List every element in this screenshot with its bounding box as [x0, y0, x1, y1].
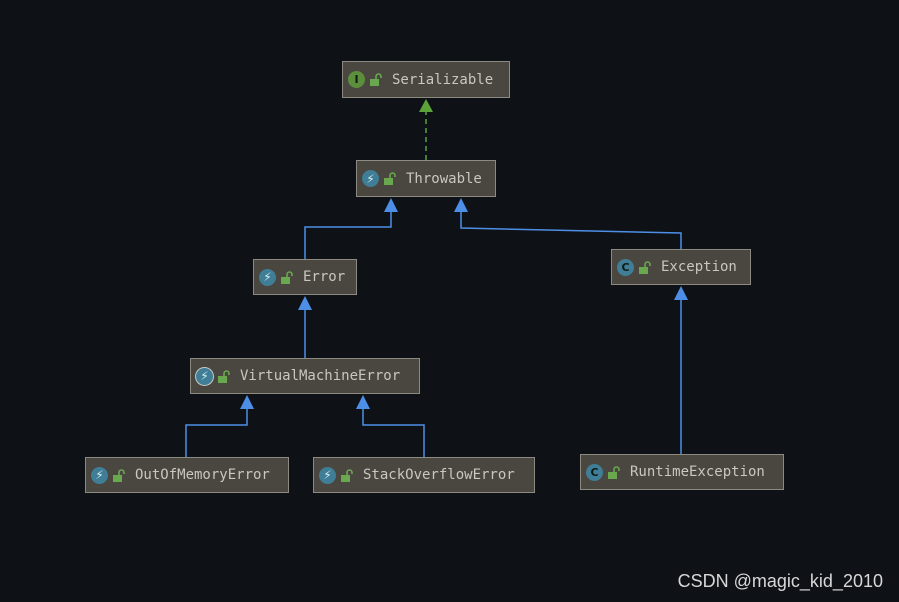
unlocked-padlock-icon — [218, 369, 230, 383]
abstract-exception-class-icon: ⚡ — [196, 367, 213, 385]
node-label: OutOfMemoryError — [135, 467, 270, 483]
node-stackoverflowerror[interactable]: ⚡ StackOverflowError — [313, 457, 535, 493]
node-error[interactable]: ⚡ Error — [253, 259, 357, 295]
unlocked-padlock-icon — [281, 270, 293, 284]
node-runtimeexception[interactable]: C RuntimeException — [580, 454, 784, 490]
class-icon: C — [586, 463, 603, 481]
edge-soe-extends-vme — [362, 409, 425, 457]
arrowhead-throwable-right — [454, 198, 468, 212]
unlocked-padlock-icon — [384, 172, 396, 185]
lightning-glyph: ⚡ — [200, 369, 209, 383]
arrowhead-throwable-left — [384, 198, 398, 212]
edge-oome-extends-vme — [185, 409, 248, 457]
unlocked-padlock-icon — [608, 465, 620, 479]
lightning-glyph: ⚡ — [366, 171, 375, 186]
node-label: RuntimeException — [630, 464, 765, 480]
unlocked-padlock-icon — [341, 468, 353, 482]
unlocked-padlock-icon — [113, 468, 125, 482]
unlocked-padlock-icon — [639, 260, 651, 274]
class-icon: C — [617, 258, 634, 276]
arrowhead-vme-left — [240, 395, 254, 409]
exception-class-icon: ⚡ — [362, 170, 379, 187]
lightning-glyph: ⚡ — [263, 270, 272, 284]
edge-error-extends-throwable — [304, 212, 392, 259]
watermark: CSDN @magic_kid_2010 — [677, 571, 883, 591]
lightning-glyph: ⚡ — [323, 468, 332, 482]
node-label: Error — [303, 269, 346, 285]
node-outofmemoryerror[interactable]: ⚡ OutOfMemoryError — [85, 457, 289, 493]
interface-badge-letter: I — [354, 73, 359, 86]
unlocked-padlock-icon — [370, 73, 382, 86]
node-throwable[interactable]: ⚡ Throwable — [356, 160, 496, 197]
class-badge-letter: C — [590, 465, 599, 479]
node-virtualmachineerror[interactable]: ⚡ VirtualMachineError — [190, 358, 420, 394]
edge-exception-extends-throwable — [460, 212, 682, 249]
node-label: Throwable — [406, 170, 482, 187]
node-serializable[interactable]: I Serializable — [342, 61, 510, 98]
arrowhead-exception — [674, 286, 688, 300]
exception-class-icon: ⚡ — [91, 466, 108, 484]
lightning-glyph: ⚡ — [95, 468, 104, 482]
node-label: StackOverflowError — [363, 467, 515, 483]
exception-class-icon: ⚡ — [259, 268, 276, 286]
node-label: Exception — [661, 259, 737, 275]
arrowhead-vme-right — [356, 395, 370, 409]
node-label: Serializable — [392, 71, 494, 88]
node-label: VirtualMachineError — [240, 368, 401, 384]
interface-icon: I — [348, 71, 365, 88]
node-exception[interactable]: C Exception — [611, 249, 751, 285]
exception-class-icon: ⚡ — [319, 466, 336, 484]
arrowhead-error — [298, 296, 312, 310]
class-badge-letter: C — [621, 260, 630, 274]
arrowhead-serializable — [419, 99, 433, 112]
